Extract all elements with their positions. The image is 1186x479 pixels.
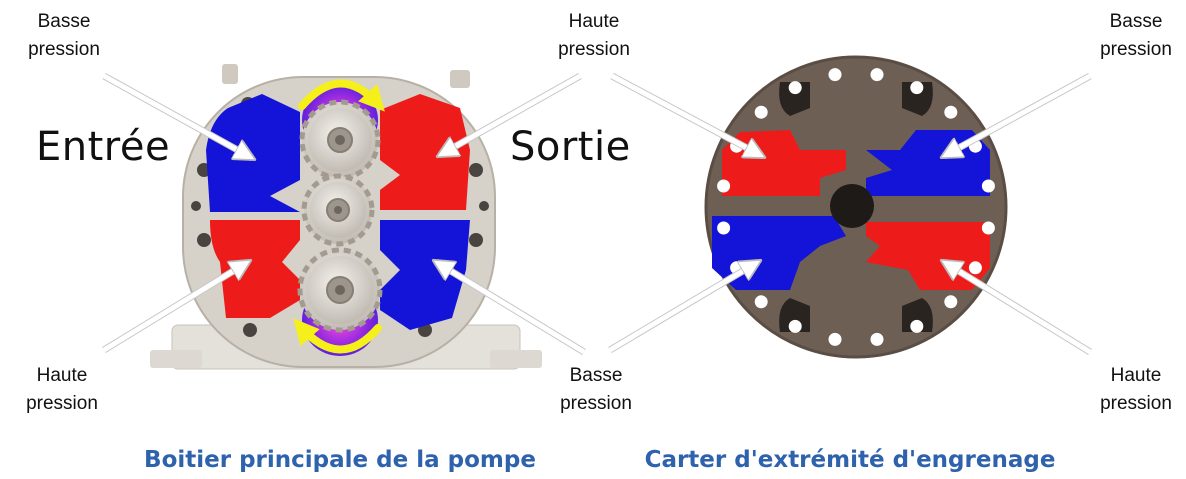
main-top-right-pressure-label: Haute pression <box>558 11 630 60</box>
end-cover-bolt-hole <box>944 105 958 119</box>
end-cover <box>704 55 1008 359</box>
end-cover-bolt-hole <box>981 221 995 235</box>
end-cover-bolt-hole <box>870 68 884 82</box>
end-cover-bolt-hole <box>788 81 802 95</box>
end-cover-bolt-hole <box>754 295 768 309</box>
end-cover-caption: Carter d'extrémité d'engrenage <box>644 447 1056 473</box>
outlet-label: Sortie <box>510 124 631 170</box>
end-cover-bolt-hole <box>870 332 884 346</box>
cover-bottom-right-pressure-label: Haute pression <box>1100 365 1172 414</box>
main-bottom-left-pressure-label: Haute pression <box>26 365 98 414</box>
rotation-arrow-bottom <box>293 318 382 354</box>
gear-top <box>299 99 381 181</box>
main-top-left-pressure-label: Basse pression <box>28 11 100 60</box>
end-cover-bolt-hole <box>981 179 995 193</box>
end-cover-pointer-arrows <box>608 72 1092 355</box>
left-high-pressure-zone <box>210 220 300 318</box>
inlet-label: Entrée <box>36 124 171 170</box>
main-bottom-right-pressure-label: Basse pression <box>560 365 632 414</box>
end-cover-bolt-hole <box>910 319 924 333</box>
end-cover-bolt-hole <box>754 105 768 119</box>
gear-bottom <box>297 247 383 333</box>
main-housing <box>150 64 542 370</box>
end-cover-bolt-hole <box>828 68 842 82</box>
end-cover-bolt-hole <box>788 319 802 333</box>
end-cover-center-hole <box>830 184 874 228</box>
main-housing-caption: Boitier principale de la pompe <box>144 447 536 473</box>
right-low-pressure-zone <box>380 220 470 330</box>
end-cover-bolt-hole <box>828 332 842 346</box>
rotation-arrow-top <box>298 79 385 112</box>
outlet-high-pressure-zone <box>380 94 470 210</box>
cover-top-right-pressure-label: Basse pression <box>1100 11 1172 60</box>
main-housing-pointer-arrows <box>102 72 586 355</box>
end-cover-bolt-hole <box>717 179 731 193</box>
end-cover-bolt-hole <box>717 221 731 235</box>
gear-middle <box>301 173 375 247</box>
end-cover-bolt-hole <box>910 81 924 95</box>
end-cover-bolt-hole <box>968 261 982 275</box>
end-cover-bolt-holes <box>717 68 995 346</box>
end-cover-bolt-hole <box>944 295 958 309</box>
